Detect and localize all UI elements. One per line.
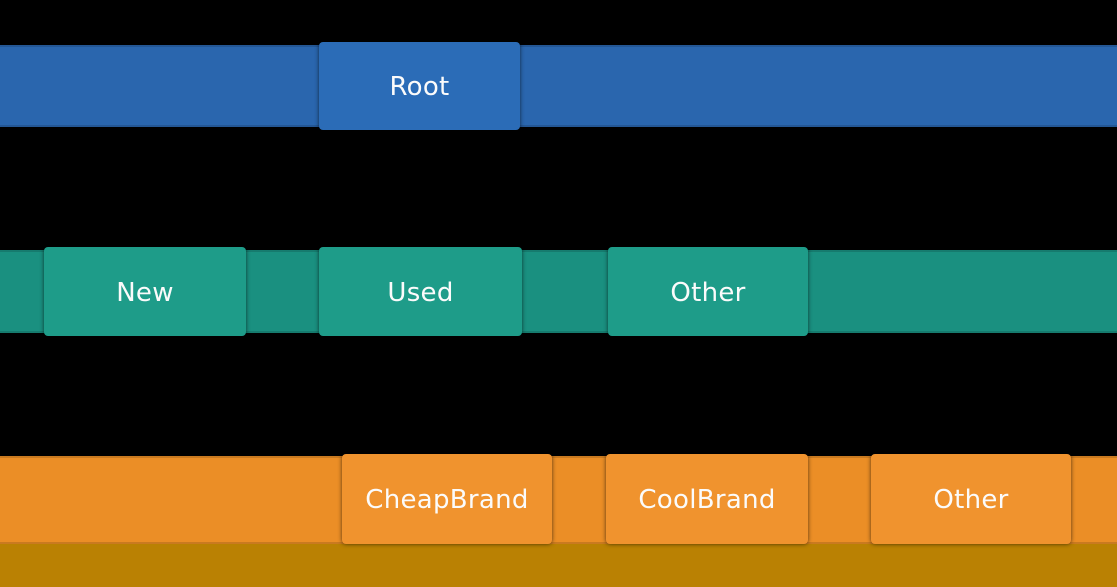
icicle-tile-new-level1[interactable]: New <box>44 247 246 336</box>
icicle-tile-other-level2[interactable]: Other <box>871 454 1071 544</box>
icicle-tile-cheapbrand-level2[interactable]: CheapBrand <box>342 454 552 544</box>
icicle-tile-root-level0[interactable]: Root <box>319 42 520 130</box>
tile-label: New <box>116 277 174 308</box>
tile-label: CheapBrand <box>365 485 529 515</box>
leaf-level-edge-bar <box>0 544 1117 587</box>
icicle-tile-coolbrand-level2[interactable]: CoolBrand <box>606 454 808 544</box>
tile-label: Other <box>933 485 1009 515</box>
root-level-bar <box>0 45 1117 127</box>
tile-label: Root <box>389 72 450 102</box>
tile-label: Used <box>387 277 454 308</box>
icicle-tile-used-level1[interactable]: Used <box>319 247 522 336</box>
tile-label: CoolBrand <box>638 485 776 515</box>
icicle-tile-other-level1[interactable]: Other <box>608 247 808 336</box>
tile-label: Other <box>670 277 746 308</box>
